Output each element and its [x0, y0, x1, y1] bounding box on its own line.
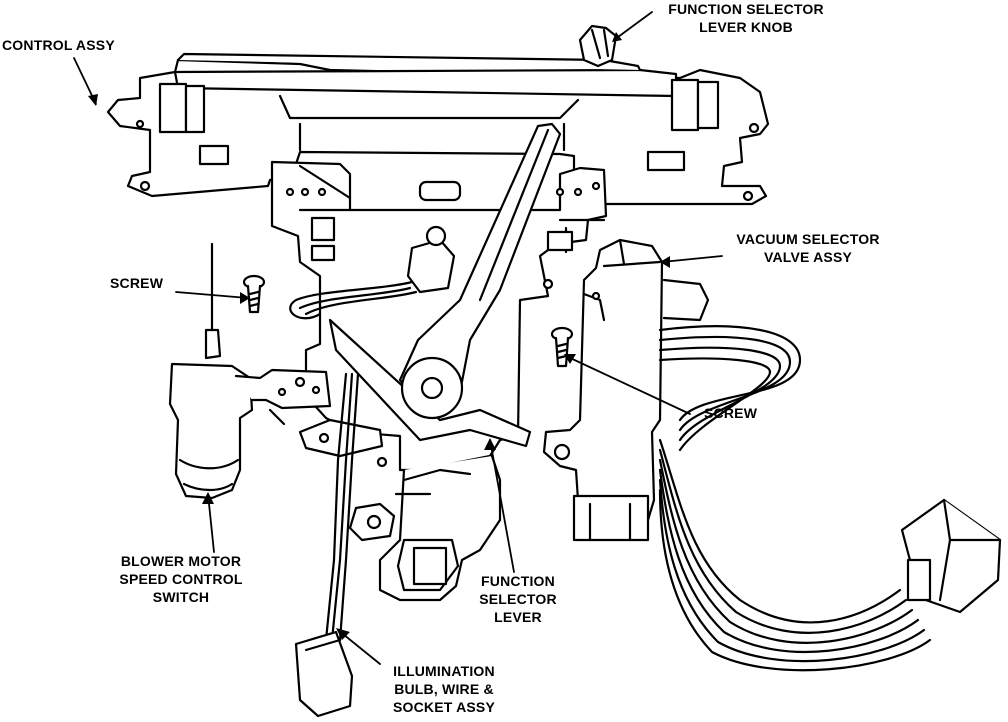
label-line: SELECTOR — [479, 591, 557, 607]
label-screw-right: SCREW — [704, 404, 757, 422]
label-line: SCREW — [704, 405, 758, 421]
label-line: BULB, WIRE & — [394, 681, 494, 697]
blower-switch — [168, 242, 332, 500]
center-bracket — [270, 160, 608, 472]
label-line: FUNCTION SELECTOR — [668, 1, 824, 17]
function-selector-lever-knob — [578, 24, 618, 68]
vacuum-hoses — [658, 325, 932, 672]
illumination-socket — [294, 630, 354, 718]
label-screw-left: SCREW — [110, 274, 163, 292]
label-blower-motor-speed-control-switch: BLOWER MOTOR SPEED CONTROL SWITCH — [106, 552, 256, 606]
bulb-wires — [289, 280, 418, 320]
screw-right — [550, 326, 574, 368]
label-line: LEVER — [494, 609, 542, 625]
illumination-wires — [324, 372, 360, 642]
label-line: VALVE ASSY — [763, 249, 853, 265]
hose-connector — [900, 498, 1002, 614]
label-line: SOCKET ASSY — [392, 699, 496, 715]
vacuum-selector-valve-assy — [542, 238, 710, 542]
arrowheads — [88, 32, 670, 640]
label-function-selector-lever-knob: FUNCTION SELECTOR LEVER KNOB — [656, 0, 836, 36]
leader-lines — [73, 11, 723, 665]
label-line: LEVER KNOB — [699, 19, 793, 35]
label-line: SWITCH — [152, 589, 210, 605]
label-vacuum-selector-valve-assy: VACUUM SELECTOR VALVE ASSY — [722, 230, 894, 266]
lower-bracket — [298, 418, 502, 602]
label-line: VACUUM SELECTOR — [736, 231, 880, 247]
label-line: SCREW — [110, 275, 164, 291]
label-line: SPEED CONTROL — [119, 571, 243, 587]
label-line: FUNCTION — [481, 573, 555, 589]
bulb-socket — [406, 225, 456, 294]
label-line: BLOWER MOTOR — [120, 553, 242, 569]
label-line: CONTROL ASSY — [2, 37, 115, 53]
label-control-assy: CONTROL ASSY — [2, 36, 115, 54]
label-illumination-bulb-wire-socket-assy: ILLUMINATION BULB, WIRE & SOCKET ASSY — [374, 662, 514, 716]
function-selector-lever — [328, 122, 562, 448]
label-function-selector-lever: FUNCTION SELECTOR LEVER — [466, 572, 570, 626]
label-line: ILLUMINATION — [393, 663, 495, 679]
screw-left — [242, 274, 266, 314]
